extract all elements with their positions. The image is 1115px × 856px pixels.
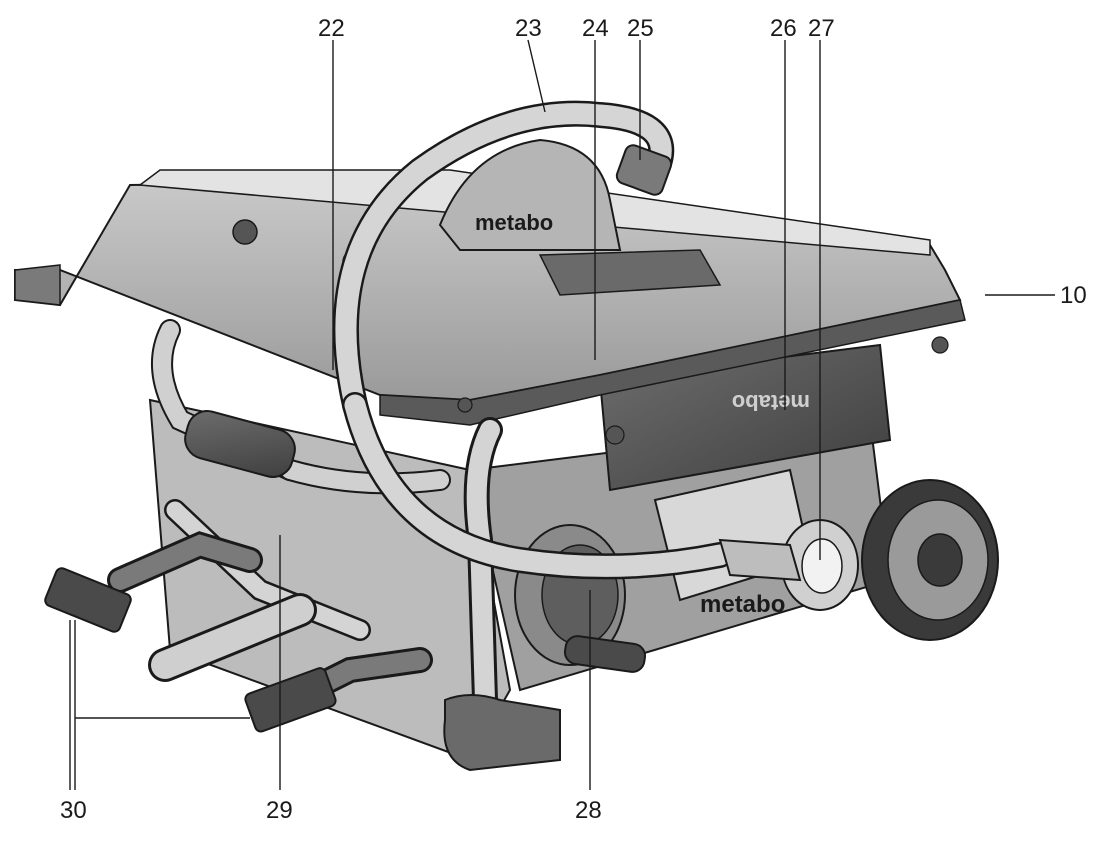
brand-mark-guard: metabo xyxy=(475,210,553,235)
callout-26: 26 xyxy=(770,15,797,42)
callout-27: 27 xyxy=(808,15,835,42)
rubber-feet xyxy=(44,567,561,772)
callout-23: 23 xyxy=(515,15,542,42)
callout-labels: 22 23 24 25 26 27 10 30 29 28 xyxy=(60,15,1087,824)
suction-hose xyxy=(333,100,802,582)
transport-wheel xyxy=(861,479,999,641)
callout-25: 25 xyxy=(627,15,654,42)
brand-mark-side: metabo xyxy=(732,390,810,415)
callout-10: 10 xyxy=(1060,282,1087,309)
callout-24: 24 xyxy=(582,15,609,42)
callout-22: 22 xyxy=(318,15,345,42)
callout-30: 30 xyxy=(60,797,87,824)
leader-lines xyxy=(69,39,1055,790)
callout-29: 29 xyxy=(266,797,293,824)
brand-mark-motor: metabo xyxy=(700,591,785,618)
dust-extraction-port xyxy=(781,519,859,611)
blade-guard: metabo xyxy=(438,138,622,251)
folding-leg-frame xyxy=(107,319,503,713)
callout-28: 28 xyxy=(575,797,602,824)
